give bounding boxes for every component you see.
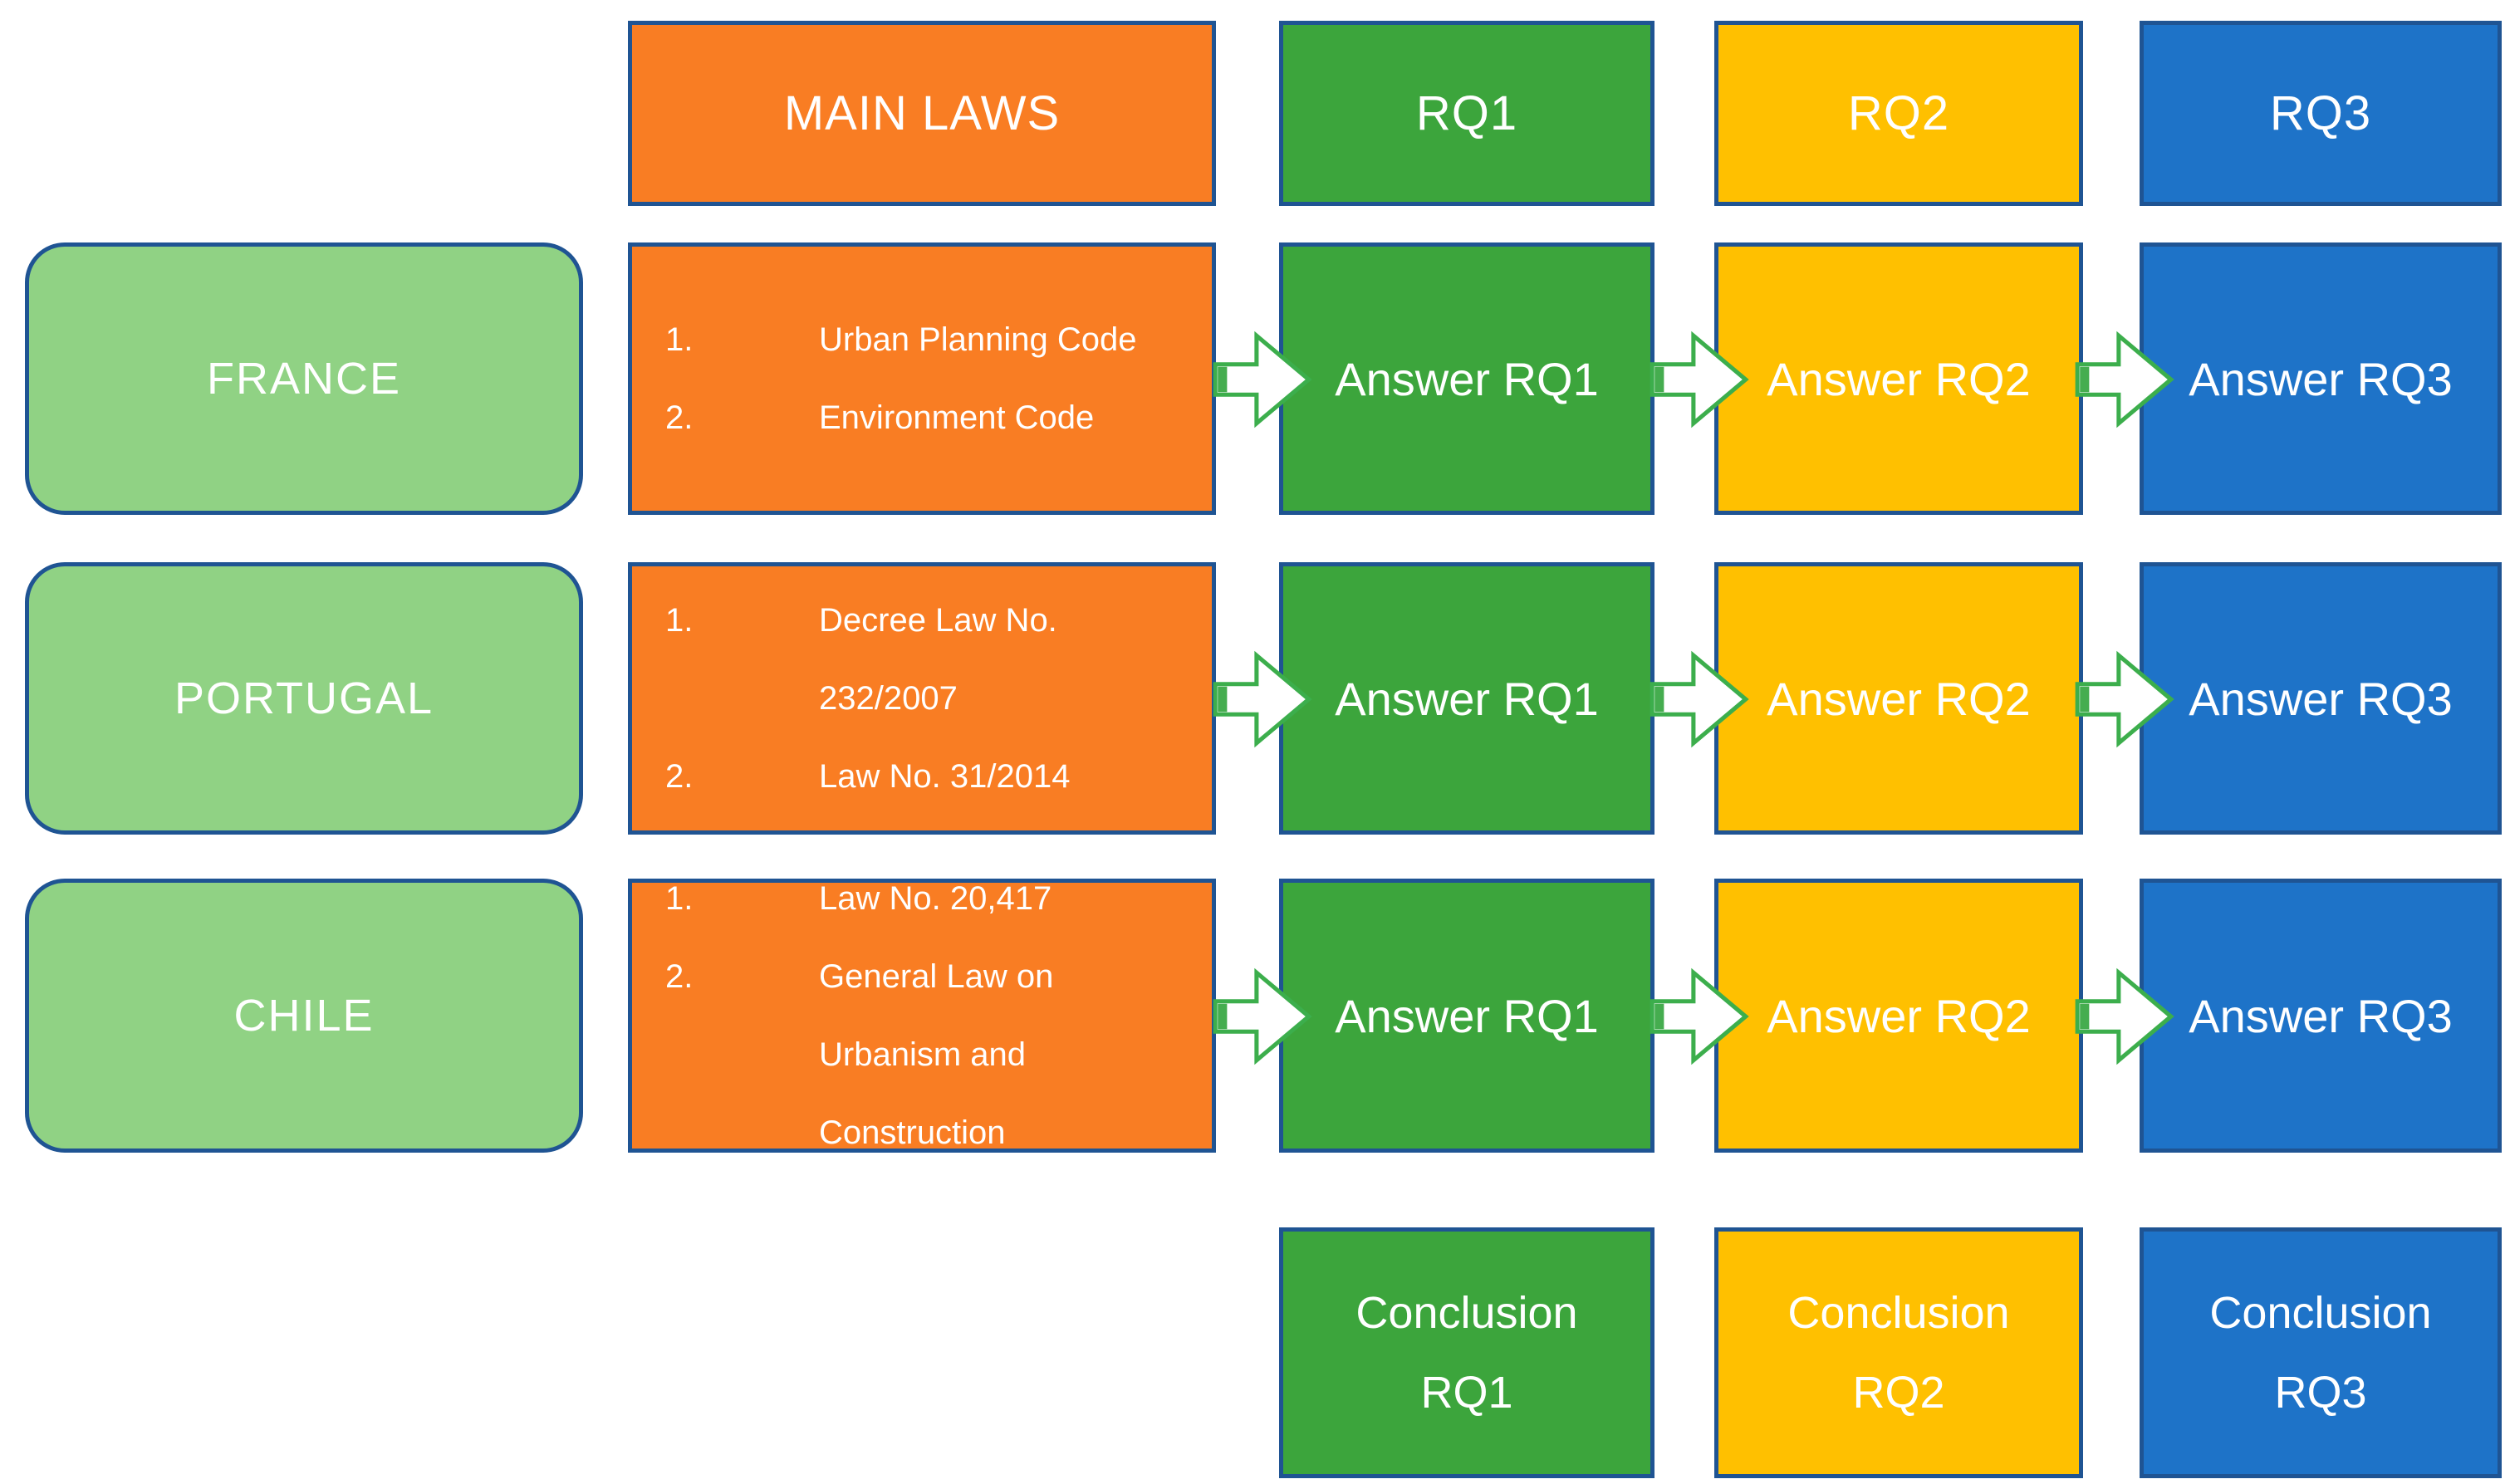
law-text: Law No. 31/2014 — [819, 758, 1071, 795]
header-rq1: RQ1 — [1279, 21, 1654, 206]
law-number: 1. — [665, 602, 694, 639]
law-item: 2. General Law on Urbanism and Construct… — [665, 938, 1182, 1172]
header-rq3: RQ3 — [2140, 21, 2502, 206]
answer-box-portugal-rq1: Answer RQ1 — [1279, 562, 1654, 835]
law-item: 2. Law No. 31/2014 — [665, 737, 1182, 815]
answer-box-portugal-rq2: Answer RQ2 — [1714, 562, 2083, 835]
law-number: 1. — [665, 321, 694, 358]
laws-box-chile: 1. Law No. 20,417 2. General Law on Urba… — [628, 879, 1216, 1153]
answer-label: Answer RQ2 — [1767, 352, 2031, 405]
law-item: 1. Urban Planning Code — [665, 301, 1182, 379]
flow-arrow-icon — [1213, 967, 1312, 1065]
flow-arrow-icon — [1213, 650, 1312, 748]
header-rq2: RQ2 — [1714, 21, 2083, 206]
laws-list-chile: 1. Law No. 20,417 2. General Law on Urba… — [665, 860, 1182, 1172]
country-label-france: FRANCE — [206, 354, 401, 404]
answer-box-chile-rq2: Answer RQ2 — [1714, 879, 2083, 1153]
country-box-chile: CHILE — [25, 879, 583, 1153]
conclusion-line2: RQ1 — [1420, 1368, 1513, 1418]
answer-box-portugal-rq3: Answer RQ3 — [2140, 562, 2502, 835]
country-box-portugal: PORTUGAL — [25, 562, 583, 835]
header-rq1-label: RQ1 — [1415, 86, 1518, 140]
conclusion-box-rq2: Conclusion RQ2 — [1714, 1227, 2083, 1478]
answer-label: Answer RQ1 — [1335, 672, 1599, 725]
laws-box-france: 1. Urban Planning Code 2. Environment Co… — [628, 242, 1216, 515]
answer-box-france-rq1: Answer RQ1 — [1279, 242, 1654, 515]
conclusion-line1: Conclusion — [1355, 1287, 1578, 1338]
conclusion-line1: Conclusion — [2209, 1287, 2432, 1338]
laws-box-portugal: 1. Decree Law No. 232/2007 2. Law No. 31… — [628, 562, 1216, 835]
answer-label: Answer RQ2 — [1767, 989, 2031, 1042]
law-text: Law No. 20,417 — [819, 880, 1052, 917]
conclusion-box-rq3: Conclusion RQ3 — [2140, 1227, 2502, 1478]
conclusion-line2: RQ3 — [2274, 1368, 2367, 1418]
flow-arrow-icon — [1213, 331, 1312, 429]
header-rq3-label: RQ3 — [2269, 86, 2372, 140]
law-text: Urban Planning Code — [819, 321, 1137, 358]
flow-arrow-icon — [1650, 331, 1749, 429]
laws-list-france: 1. Urban Planning Code 2. Environment Co… — [665, 301, 1182, 457]
answer-box-chile-rq1: Answer RQ1 — [1279, 879, 1654, 1153]
country-label-portugal: PORTUGAL — [174, 673, 434, 723]
answer-label: Answer RQ1 — [1335, 352, 1599, 405]
laws-list-portugal: 1. Decree Law No. 232/2007 2. Law No. 31… — [665, 581, 1182, 815]
conclusion-line1: Conclusion — [1787, 1287, 2010, 1338]
header-main-laws: MAIN LAWS — [628, 21, 1216, 206]
answer-label: Answer RQ3 — [2189, 672, 2453, 725]
answer-box-france-rq3: Answer RQ3 — [2140, 242, 2502, 515]
flow-arrow-icon — [1650, 967, 1749, 1065]
header-rq2-label: RQ2 — [1847, 86, 1950, 140]
answer-label: Answer RQ3 — [2189, 352, 2453, 405]
law-number: 2. — [665, 958, 694, 995]
answer-box-france-rq2: Answer RQ2 — [1714, 242, 2083, 515]
country-box-france: FRANCE — [25, 242, 583, 515]
law-text: General Law on Urbanism and Construction — [819, 958, 1054, 1151]
conclusion-box-rq1: Conclusion RQ1 — [1279, 1227, 1654, 1478]
answer-label: Answer RQ1 — [1335, 989, 1599, 1042]
law-item: 2. Environment Code — [665, 379, 1182, 457]
answer-box-chile-rq3: Answer RQ3 — [2140, 879, 2502, 1153]
conclusion-line2: RQ2 — [1852, 1368, 1945, 1418]
law-number: 2. — [665, 758, 694, 795]
flow-arrow-icon — [2075, 967, 2174, 1065]
country-label-chile: CHILE — [233, 991, 375, 1041]
law-text: Decree Law No. 232/2007 — [819, 602, 1057, 717]
flow-arrow-icon — [2075, 650, 2174, 748]
law-item: 1. Decree Law No. 232/2007 — [665, 581, 1182, 737]
flow-arrow-icon — [1650, 650, 1749, 748]
law-number: 1. — [665, 880, 694, 917]
header-main-laws-label: MAIN LAWS — [783, 86, 1061, 140]
law-text: Environment Code — [819, 399, 1095, 436]
law-number: 2. — [665, 399, 694, 436]
flow-arrow-icon — [2075, 331, 2174, 429]
law-item: 1. Law No. 20,417 — [665, 860, 1182, 938]
answer-label: Answer RQ2 — [1767, 672, 2031, 725]
answer-label: Answer RQ3 — [2189, 989, 2453, 1042]
